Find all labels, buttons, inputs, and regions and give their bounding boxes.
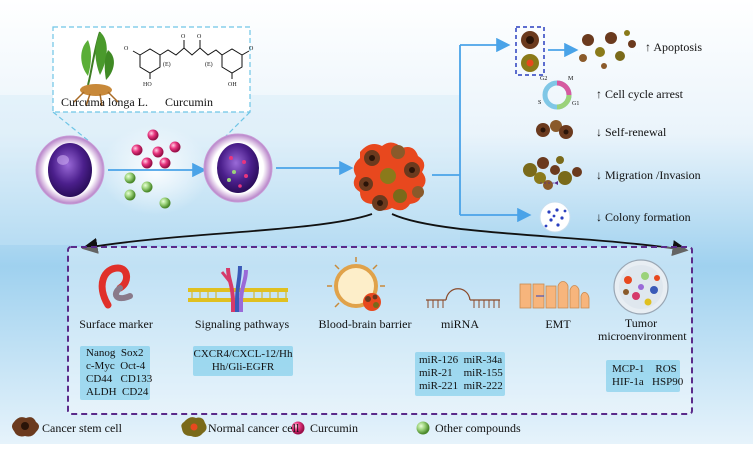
legend-label-curcumin: Curcumin	[310, 421, 358, 435]
curcumin-structure	[132, 40, 250, 79]
effect-colony-formation: ↓ Colony formation	[596, 210, 691, 224]
effect-apoptosis: ↑ Apoptosis	[645, 40, 702, 54]
cell-cycle-m: M	[568, 76, 574, 82]
list-item: CXCR4/CXCL-12/Hh	[193, 348, 293, 360]
selected-cells-box	[515, 26, 545, 76]
list-item: miR-126 miR-34a	[419, 354, 503, 366]
cell-cycle-g1: G1	[572, 101, 579, 107]
list-item: CD44 CD133	[86, 373, 153, 385]
curcumin-molecules	[131, 129, 181, 169]
plant-label: Curcuma longa L.	[61, 95, 148, 109]
mirna-icon	[426, 288, 500, 308]
cell-cycle-g2: G2	[540, 76, 547, 82]
svg-text:HO: HO	[143, 82, 152, 88]
signaling-pathways-icon	[188, 265, 288, 312]
list-item: HIF-1a HSP90	[612, 376, 684, 388]
effect-migration-invasion: ↓ Migration /Invasion	[596, 168, 701, 182]
tumor-cluster	[353, 142, 426, 211]
svg-text:OH: OH	[228, 82, 237, 88]
list-item: miR-21 miR-155	[419, 367, 503, 379]
cancer-stem-cell-left	[35, 135, 105, 205]
legend-other-compounds-icon	[416, 421, 430, 435]
cell-cycle-s: S	[538, 100, 541, 106]
legend-cancer-stem-cell-icon	[12, 417, 39, 437]
emt-icon	[519, 281, 590, 309]
category-tumor-microenvironment: Tumor microenvironment	[598, 316, 687, 343]
tumor-microenvironment-list: MCP-1 ROS HIF-1a HSP90	[606, 363, 686, 389]
effect-self-renewal: ↓ Self-renewal	[596, 125, 667, 139]
treated-cell	[203, 133, 273, 203]
category-signaling-pathways: Signaling pathways	[194, 317, 290, 331]
curcumin-label: Curcumin	[165, 95, 213, 109]
self-renewal-icon	[536, 120, 573, 139]
list-item: ALDH CD24	[86, 386, 149, 398]
svg-text:O: O	[124, 46, 129, 52]
list-item: miR-221 miR-222	[419, 380, 503, 392]
svg-text:O: O	[249, 46, 254, 52]
legend-label-other-compounds: Other compounds	[435, 421, 521, 435]
list-item: c-Myc Oct-4	[86, 360, 146, 372]
svg-text:O: O	[197, 34, 202, 40]
signaling-pathways-list: CXCR4/CXCL-12/Hh Hh/Gli-EGFR	[193, 348, 293, 374]
category-blood-brain-barrier: Blood-brain barrier	[318, 317, 412, 331]
list-item: Hh/Gli-EGFR	[211, 361, 275, 373]
list-item: MCP-1 ROS	[612, 363, 677, 375]
category-surface-marker: Surface marker	[79, 317, 153, 331]
apoptotic-fragments-icon	[579, 30, 636, 69]
migration-icon	[523, 156, 582, 190]
legend-normal-cancer-cell-icon	[181, 417, 207, 437]
surface-marker-icon	[98, 264, 133, 309]
tumor-microenvironment-icon	[613, 259, 669, 315]
category-emt: EMT	[545, 317, 571, 331]
other-compounds	[124, 172, 171, 209]
category-mirna: miRNA	[440, 317, 479, 331]
curcuma-plant-icon	[73, 31, 119, 107]
blood-brain-barrier-icon	[327, 257, 385, 311]
mirna-list: miR-126 miR-34a miR-21 miR-155 miR-221 m…	[415, 354, 509, 393]
colony-formation-icon	[539, 201, 571, 233]
stereo-label-1: (E)	[163, 61, 171, 68]
legend-curcumin-icon	[291, 421, 305, 435]
cell-cycle-icon	[542, 80, 572, 110]
legend-label-normal-cancer-cell: Normal cancer cell	[208, 421, 300, 435]
list-item: Nanog Sox2	[86, 347, 144, 359]
svg-text:O: O	[181, 34, 186, 40]
effect-cell-cycle-arrest: ↑ Cell cycle arrest	[596, 87, 684, 101]
legend-label-cancer-stem-cell: Cancer stem cell	[42, 421, 122, 435]
stereo-label-2: (E)	[205, 61, 213, 68]
surface-marker-list: Nanog Sox2 c-Myc Oct-4 CD44 CD133 ALDH C…	[80, 347, 156, 399]
